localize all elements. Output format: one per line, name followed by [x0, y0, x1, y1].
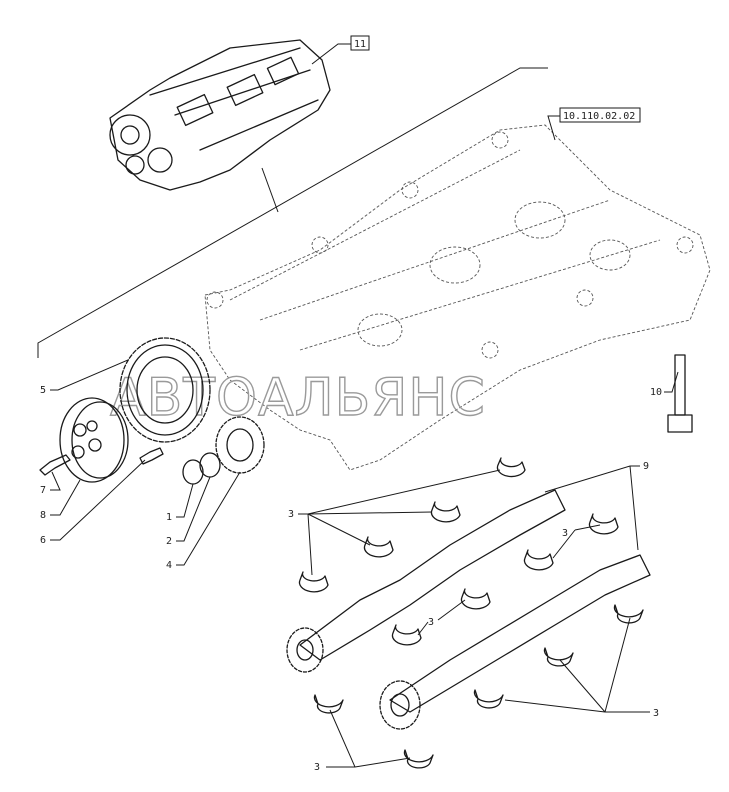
large-gear-5 — [119, 337, 211, 443]
callout-3-mid: 3 — [417, 599, 466, 636]
balancer-shaft-lower — [379, 554, 651, 730]
callout-3-mid-right: 3 — [552, 524, 601, 559]
svg-text:11: 11 — [354, 39, 366, 50]
svg-text:4: 4 — [166, 560, 172, 571]
callout-1: 1 — [166, 483, 194, 523]
bolt-6 — [139, 447, 164, 465]
ref-box-11: 11 — [311, 35, 370, 65]
callout-10: 10 — [650, 371, 679, 398]
separator-leader — [261, 167, 279, 213]
svg-text:3: 3 — [428, 617, 434, 628]
svg-text:9: 9 — [643, 461, 649, 472]
svg-text:1: 1 — [166, 512, 172, 523]
svg-text:3: 3 — [653, 708, 659, 719]
svg-text:10.110.02.02: 10.110.02.02 — [563, 111, 635, 122]
callout-2: 2 — [166, 476, 211, 547]
callout-7: 7 — [40, 471, 61, 496]
svg-text:2: 2 — [166, 536, 172, 547]
watermark-text: АВТОАЛЬЯНС — [110, 368, 486, 428]
callout-4: 4 — [166, 471, 241, 571]
balancer-housing — [204, 124, 711, 471]
balancer-shaft-upper — [286, 489, 566, 673]
callout-3-top: 3 — [288, 469, 501, 576]
svg-text:6: 6 — [40, 535, 46, 546]
callout-8: 8 — [40, 479, 81, 521]
svg-text:5: 5 — [40, 385, 46, 396]
svg-text:3: 3 — [314, 762, 320, 773]
callout-6: 6 — [40, 459, 146, 546]
svg-text:10: 10 — [650, 387, 662, 398]
callout-9: 9 — [544, 461, 649, 551]
svg-text:7: 7 — [40, 485, 46, 496]
pulley-8 — [59, 397, 129, 483]
small-gear-4 — [215, 416, 265, 474]
separator-line — [37, 67, 548, 358]
ring-2 — [199, 452, 221, 478]
svg-text:3: 3 — [562, 528, 568, 539]
svg-text:8: 8 — [40, 510, 46, 521]
long-bolt-10 — [667, 354, 693, 433]
callout-5: 5 — [40, 359, 129, 396]
bolt-7 — [39, 454, 71, 476]
callout-3-bottom-left: 3 — [314, 709, 411, 773]
callout-3-bottom-right: 3 — [504, 617, 659, 719]
ref-box-housing: 10.110.02.02 — [547, 107, 641, 141]
svg-text:3: 3 — [288, 509, 294, 520]
balancer-assembly-thumbnail — [109, 39, 331, 191]
